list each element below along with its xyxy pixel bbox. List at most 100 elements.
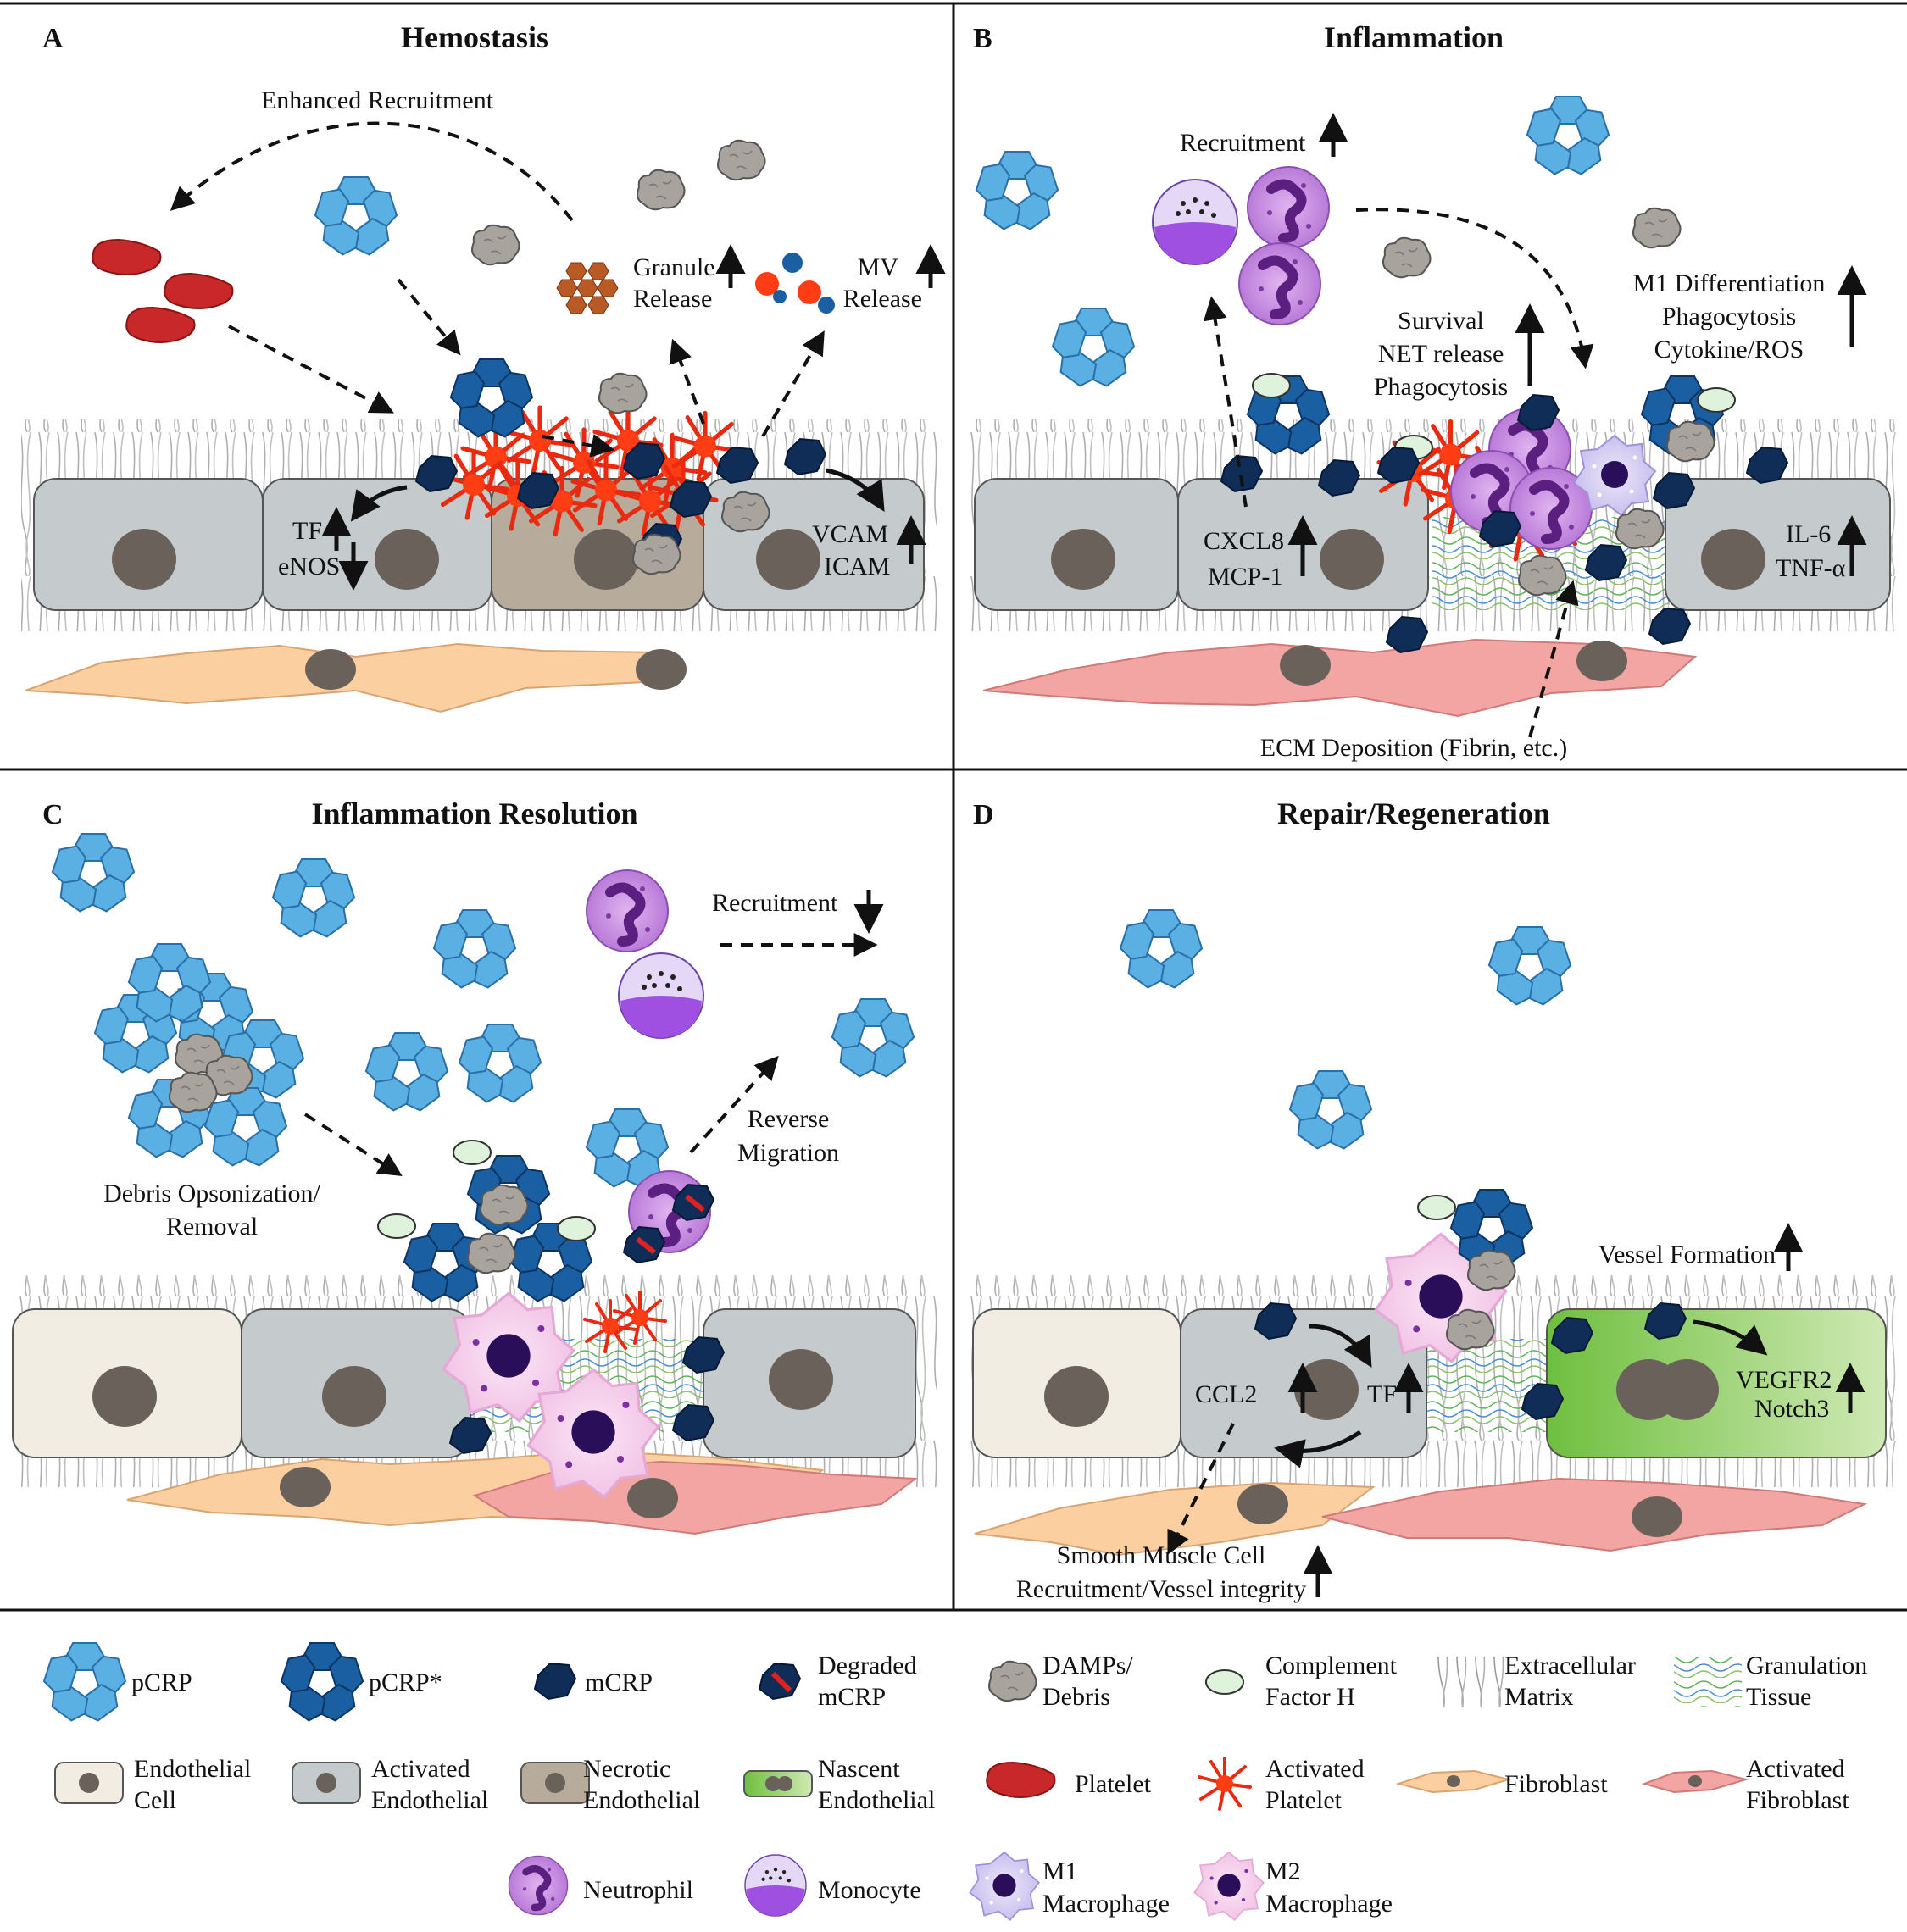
svg-text:Macrophage: Macrophage [1265, 1890, 1393, 1918]
label-debris-opsonization: Debris Opsonization/ [103, 1180, 320, 1208]
complement-factor-h [1697, 387, 1736, 413]
endothelial-nucleus [375, 529, 439, 590]
endothelial-nucleus [769, 1349, 833, 1410]
label-removal: Removal [166, 1213, 258, 1241]
svg-text:mCRP: mCRP [818, 1683, 886, 1711]
svg-text:Degraded: Degraded [818, 1652, 917, 1679]
debris [1518, 554, 1567, 597]
legend-item-complement-factor-h: Complement Factor H [1205, 1652, 1398, 1711]
fibroblast-nucleus [1237, 1484, 1288, 1524]
panel-letter-c: C [42, 799, 64, 830]
label-icam: ICAM [824, 552, 890, 580]
debris [467, 1232, 516, 1274]
svg-text:Endothelial: Endothelial [371, 1786, 488, 1814]
legend-item-activated-platelet: Activated Platelet [1198, 1755, 1365, 1814]
opsonized-debris-cluster [92, 943, 308, 1172]
svg-text:Activated: Activated [1265, 1755, 1365, 1783]
debris [1615, 508, 1665, 550]
label-net-release: NET release [1378, 340, 1504, 368]
svg-text:Matrix: Matrix [1504, 1683, 1574, 1711]
degraded-mcrp [623, 1184, 714, 1263]
svg-text:Activated: Activated [1746, 1755, 1845, 1783]
platelet [92, 239, 162, 275]
fibroblast-nucleus [1632, 1496, 1682, 1537]
legend-item-neutrophil: Neutrophil [509, 1856, 693, 1914]
pcrp [829, 998, 918, 1083]
legend-item-damps: DAMPs/ Debris [988, 1652, 1133, 1711]
label-vcam: VCAM [812, 520, 888, 548]
svg-text:Extracellular: Extracellular [1504, 1652, 1636, 1679]
legend-item-m2-macrophage: M2 Macrophage [1193, 1852, 1393, 1921]
label-mv-release: Release [843, 285, 922, 313]
neutrophil [1248, 167, 1329, 248]
legend-item-fibroblast: Fibroblast [1395, 1769, 1608, 1798]
label-il6: IL-6 [1786, 520, 1831, 548]
label-tf: TF [292, 517, 322, 545]
legend-item-extracellular-matrix: Extracellular Matrix [1432, 1652, 1636, 1711]
label-recruitment-c: Recruitment [712, 889, 838, 917]
legend-item-nascent-endothelial: Nascent Endothelial [743, 1755, 935, 1814]
solid-arrows-b [1287, 113, 1867, 576]
fibroblast-nucleus [1576, 641, 1627, 681]
fibroblast-nucleus [305, 649, 356, 690]
svg-text:Platelet: Platelet [1265, 1786, 1343, 1814]
pcrp [49, 833, 138, 918]
fibroblast-nucleus [636, 649, 687, 690]
svg-text:Endothelial: Endothelial [818, 1786, 935, 1814]
label-m1-differentiation: M1 Differentiation [1633, 269, 1826, 297]
label-enos: eNOS [278, 552, 340, 580]
pcrp [363, 1032, 452, 1117]
svg-text:Granulation: Granulation [1746, 1652, 1867, 1679]
arrows-d [1167, 1423, 1235, 1556]
svg-text:pCRP*: pCRP* [369, 1668, 442, 1696]
label-granule: Granule [633, 253, 715, 281]
endothelial-nucleus [92, 1366, 157, 1427]
legend-item-monocyte: Monocyte [744, 1854, 921, 1917]
debris [598, 372, 648, 414]
label-vessel-formation: Vessel Formation [1598, 1241, 1776, 1269]
legend-item-activated-endothelial: Activated Endothelial [292, 1755, 488, 1814]
activated-endothelial-cell [1665, 478, 1891, 611]
label-phagocytosis-b1: Phagocytosis [1374, 373, 1508, 401]
legend-item-mcrp: mCRP [534, 1663, 653, 1700]
svg-text:Endothelial: Endothelial [583, 1786, 700, 1814]
complement-factor-h [377, 1213, 416, 1239]
panel-title-b: Inflammation [1324, 20, 1504, 54]
svg-text:Fibroblast: Fibroblast [1746, 1786, 1849, 1814]
svg-text:mCRP: mCRP [585, 1668, 653, 1696]
debris [637, 169, 686, 211]
svg-text:Cell: Cell [134, 1786, 176, 1814]
panel-c: Recruitment Reverse Migration Debris Ops… [12, 833, 937, 1535]
label-cxcl8: CXCL8 [1204, 527, 1284, 555]
svg-text:Neutrophil: Neutrophil [583, 1876, 693, 1904]
panel-borders [0, 2, 1907, 1612]
legend-item-m1-macrophage: M1 Macrophage [969, 1852, 1170, 1921]
panel-letter-b: B [973, 23, 992, 54]
legend-item-pcrp-star: pCRP* [278, 1642, 442, 1727]
svg-text:Debris: Debris [1042, 1683, 1110, 1711]
svg-text:M2: M2 [1265, 1857, 1301, 1885]
legend-item-necrotic-endothelial: Necrotic Endothelial [520, 1755, 700, 1814]
fibroblast-nucleus [1280, 645, 1331, 686]
pcrp [456, 1024, 545, 1108]
label-tf-d: TF [1367, 1380, 1397, 1408]
endothelial-nucleus [756, 529, 820, 590]
svg-text:Activated: Activated [371, 1755, 470, 1783]
svg-text:Necrotic: Necrotic [583, 1755, 670, 1783]
debris [480, 1184, 529, 1226]
fibroblast-nucleus [280, 1467, 331, 1507]
pcrp [1117, 909, 1206, 994]
svg-text:pCRP: pCRP [131, 1668, 192, 1696]
label-tnf: TNF-α [1776, 554, 1846, 582]
label-phagocytosis-b2: Phagocytosis [1662, 303, 1796, 330]
legend-item-granulation-tissue: Granulation Tissue [1674, 1652, 1867, 1711]
svg-text:Fibroblast: Fibroblast [1504, 1770, 1608, 1798]
arrows-a [170, 121, 825, 458]
label-mv: MV [858, 253, 899, 281]
pcrp [1524, 96, 1613, 180]
label-survival: Survival [1398, 307, 1484, 335]
debris [1382, 236, 1432, 279]
label-migration: Migration [737, 1139, 839, 1167]
panel-b: Recruitment Survival NET release Phagocy… [966, 96, 1899, 762]
